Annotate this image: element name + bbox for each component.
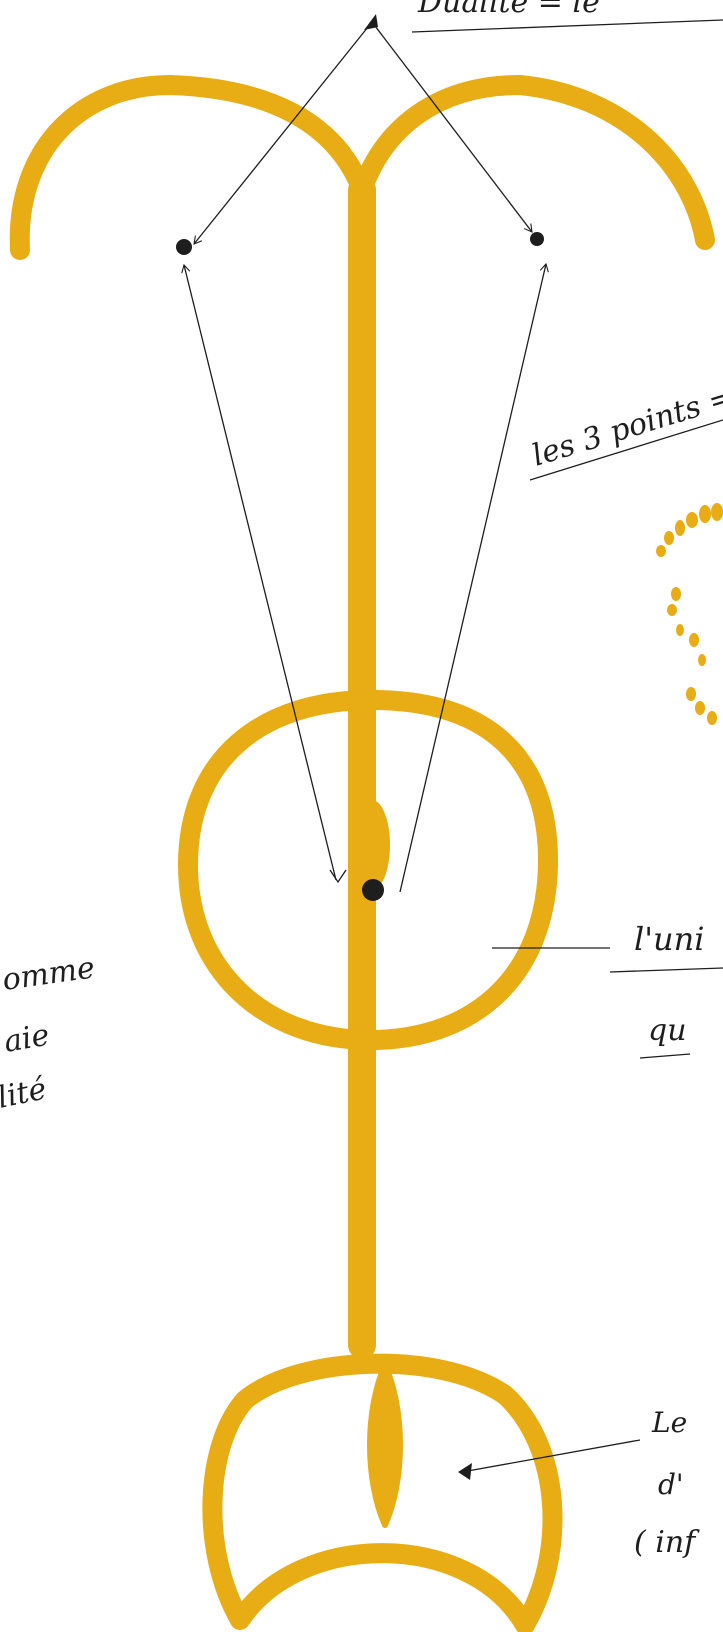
- bottom-annotation-line3: ( inf: [634, 1525, 700, 1560]
- left-arc: [20, 85, 362, 250]
- arrow-icon: [400, 264, 546, 892]
- arrow-tip-icon: [458, 1463, 472, 1480]
- unity-annotation-line2: qu: [648, 1013, 687, 1048]
- arrows: [184, 14, 640, 1480]
- stem-bulge: [354, 800, 390, 890]
- bottom-annotation-line1: Le: [651, 1406, 687, 1439]
- unity-annotation-line1: l'uni: [634, 920, 704, 958]
- arrow-hook-icon: [330, 870, 346, 882]
- dotted-crescent: [656, 503, 723, 725]
- three-points-annotation: les 3 points =: [528, 379, 723, 474]
- unity-underline-2: [640, 1054, 690, 1058]
- right-dot-icon: [530, 232, 544, 246]
- top-annotation: Dualité = le: [417, 0, 600, 20]
- top-underline: [412, 20, 723, 32]
- arrow-icon: [194, 22, 372, 244]
- right-arc: [362, 85, 705, 240]
- inner-lens: [370, 1365, 400, 1525]
- left-annotation-line3: lité: [0, 1071, 50, 1115]
- golden-symbol: [20, 85, 705, 1625]
- unity-underline: [610, 968, 723, 972]
- left-annotation-line1: omme: [0, 950, 97, 998]
- left-annotation-line2: aie: [1, 1018, 52, 1060]
- center-dot-icon: [362, 879, 384, 901]
- left-dot-icon: [176, 239, 192, 255]
- bottom-annotation-line2: d': [658, 1468, 684, 1501]
